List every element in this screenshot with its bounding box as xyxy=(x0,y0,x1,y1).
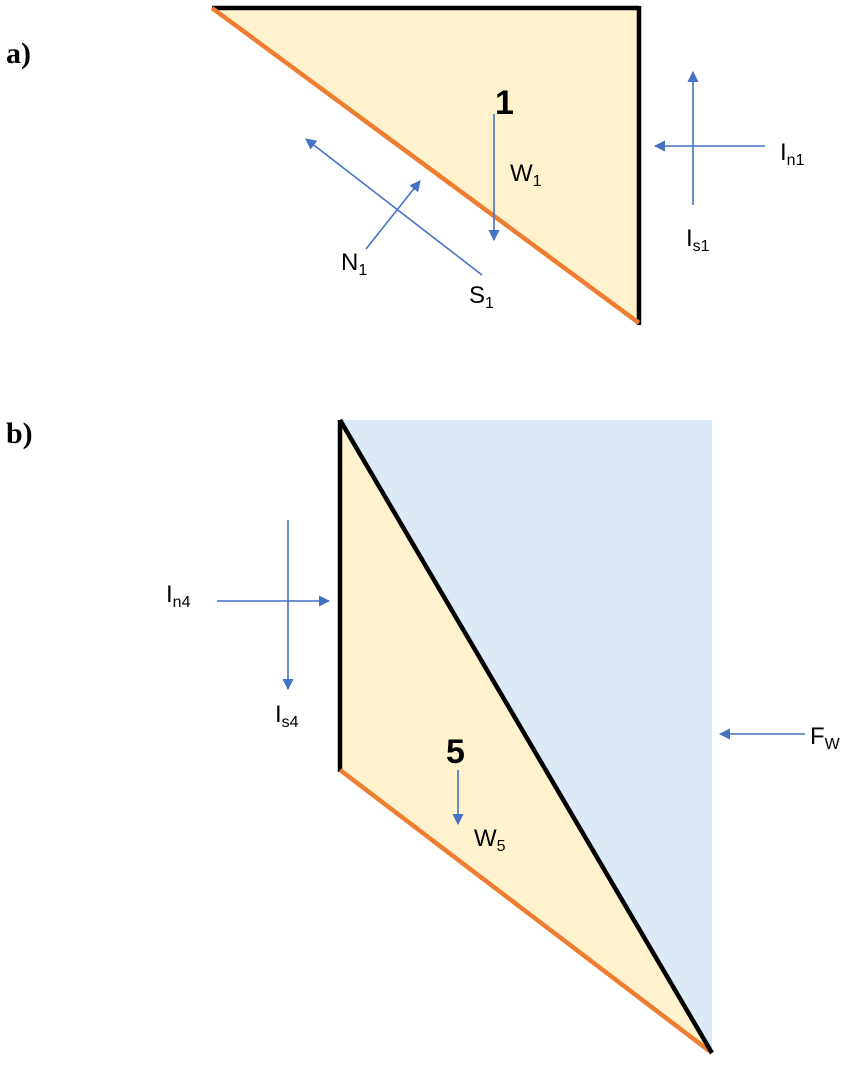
in1-label: In1 xyxy=(780,139,805,169)
is4-label: Is4 xyxy=(275,701,299,731)
s1-arrow xyxy=(305,138,483,276)
n1-arrow xyxy=(365,180,421,250)
panel-b-label: b) xyxy=(6,417,33,450)
block-1-slip-surface xyxy=(210,6,641,325)
panel-a: a) 1 W1 In1 Is1 S1 N1 xyxy=(6,5,805,325)
block-1-number: 1 xyxy=(495,84,514,122)
fw-label: FW xyxy=(810,723,841,753)
is1-label: Is1 xyxy=(686,225,710,255)
panel-a-label: a) xyxy=(6,37,31,70)
block-5-water-face xyxy=(338,418,714,1055)
w1-label: W1 xyxy=(510,160,542,190)
in4-label: In4 xyxy=(166,581,191,611)
w5-label: W5 xyxy=(474,825,506,855)
s1-label: S1 xyxy=(469,282,494,312)
block-5-number: 5 xyxy=(446,733,465,771)
block-5-slip-surface xyxy=(338,768,714,1055)
n1-label: N1 xyxy=(341,249,367,279)
panel-b: b) In4 Is4 5 W5 FW xyxy=(6,417,841,1055)
